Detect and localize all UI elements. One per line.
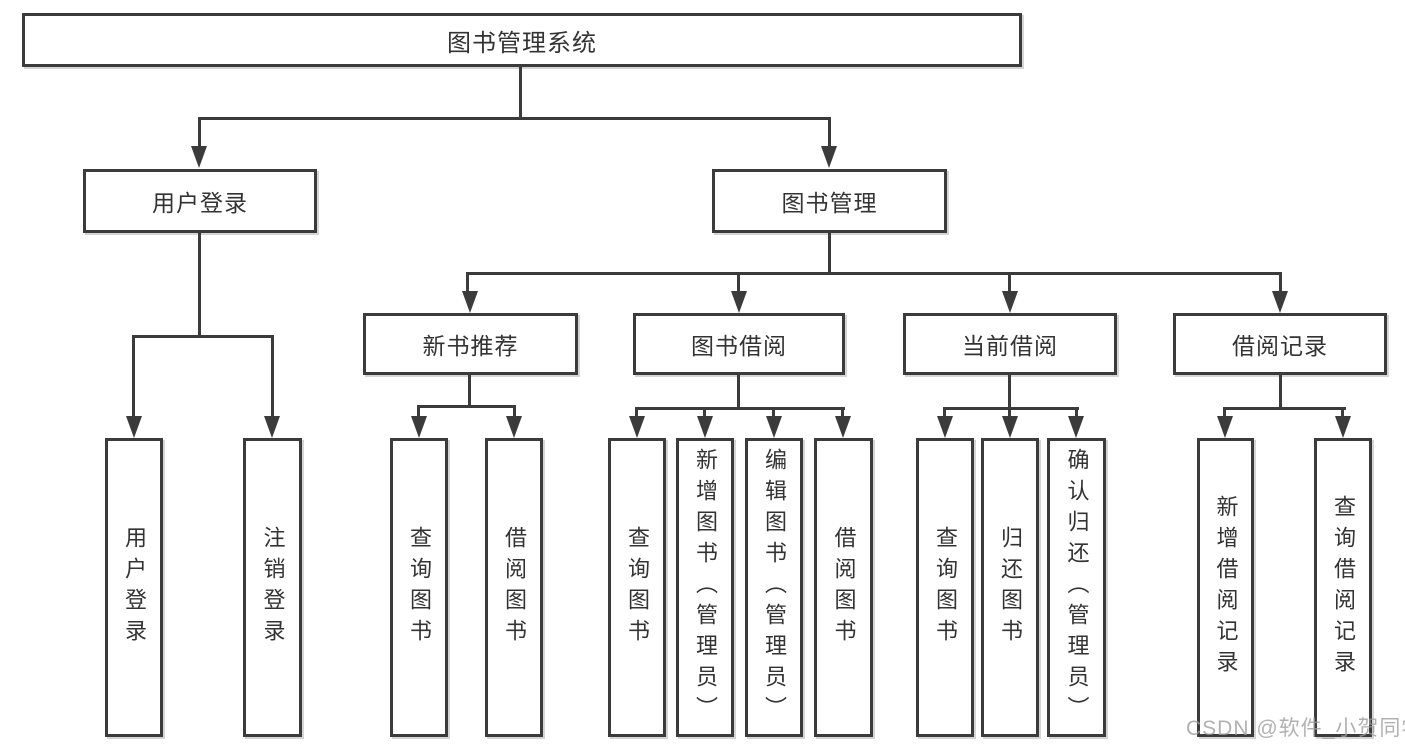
leaf-logout-label: 注销登录 bbox=[260, 525, 286, 650]
connector-recommend-crossbar bbox=[417, 405, 516, 408]
node-book-borrow-label: 图书借阅 bbox=[691, 333, 787, 359]
leaf-add-book-admin: 新增图书（管理员） bbox=[676, 438, 734, 737]
node-current-borrow: 当前借阅 bbox=[903, 313, 1117, 375]
leaf-borrow-books: 借阅图书 bbox=[814, 438, 873, 737]
node-book-management-label: 图书管理 bbox=[781, 190, 878, 216]
arrowhead-down-icon bbox=[126, 416, 142, 438]
leaf-query-books-recommend-label: 查询图书 bbox=[407, 525, 432, 650]
leaf-user-login-label: 用户登录 bbox=[122, 525, 147, 650]
leaf-query-borrow-record-label: 查询借阅记录 bbox=[1331, 494, 1356, 681]
leaf-confirm-return-admin-label: 确认归还（管理员） bbox=[1064, 448, 1090, 727]
csdn-watermark: CSDN @软件_小贺同学 bbox=[1186, 717, 1405, 740]
node-new-book-recommend: 新书推荐 bbox=[363, 313, 578, 375]
leaf-borrow-books-label: 借阅图书 bbox=[831, 525, 857, 650]
connector-borrow-stem bbox=[737, 375, 740, 409]
connector-books-stem bbox=[828, 233, 831, 274]
leaf-query-books-current-label: 查询图书 bbox=[933, 525, 958, 650]
arrowhead-down-icon bbox=[1335, 416, 1351, 438]
arrowhead-down-icon bbox=[697, 416, 713, 438]
connector-books-crossbar bbox=[466, 272, 1282, 275]
connector-drop bbox=[943, 407, 946, 418]
leaf-confirm-return-admin: 确认归还（管理员） bbox=[1047, 438, 1106, 737]
leaf-return-books-label: 归还图书 bbox=[998, 525, 1023, 650]
leaf-query-books-recommend: 查询图书 bbox=[390, 438, 448, 737]
leaf-query-borrow-record: 查询借阅记录 bbox=[1314, 438, 1372, 737]
leaf-edit-book-admin: 编辑图书（管理员） bbox=[745, 438, 803, 737]
connector-drop-leaf-logout bbox=[271, 335, 274, 418]
node-root: 图书管理系统 bbox=[22, 13, 1022, 67]
connector-drop bbox=[841, 407, 844, 418]
connector-records-crossbar bbox=[1223, 407, 1346, 410]
connector-drop-borrow-records bbox=[1279, 272, 1282, 293]
arrowhead-down-icon bbox=[1068, 416, 1084, 438]
arrowhead-down-icon bbox=[1272, 291, 1288, 313]
connector-drop-new-books bbox=[466, 272, 469, 293]
node-user-login: 用户登录 bbox=[83, 169, 317, 233]
leaf-return-books: 归还图书 bbox=[981, 438, 1039, 737]
node-book-management: 图书管理 bbox=[712, 169, 947, 233]
connector-drop bbox=[1223, 407, 1226, 418]
connector-root-crossbar bbox=[198, 117, 831, 120]
arrowhead-down-icon bbox=[506, 416, 522, 438]
connector-drop bbox=[703, 407, 706, 418]
leaf-add-book-admin-label: 新增图书（管理员） bbox=[693, 448, 718, 727]
connector-drop bbox=[513, 405, 516, 418]
arrowhead-down-icon bbox=[937, 416, 953, 438]
leaf-add-borrow-record: 新增借阅记录 bbox=[1197, 438, 1254, 737]
connector-borrow-crossbar bbox=[635, 407, 845, 410]
arrowhead-down-icon bbox=[821, 146, 837, 168]
leaf-query-books-current: 查询图书 bbox=[916, 438, 974, 737]
connector-drop-leaf-user-login bbox=[132, 335, 135, 418]
connector-drop-book-borrow bbox=[737, 272, 740, 293]
leaf-query-books-borrow-label: 查询图书 bbox=[625, 525, 650, 650]
connector-drop bbox=[1341, 407, 1344, 418]
connector-drop-user-login bbox=[198, 117, 201, 148]
connector-drop bbox=[772, 407, 775, 418]
arrowhead-down-icon bbox=[264, 416, 280, 438]
connector-drop bbox=[1008, 407, 1011, 418]
arrowhead-down-icon bbox=[1002, 291, 1018, 313]
arrowhead-down-icon bbox=[1217, 416, 1233, 438]
node-root-label: 图书管理系统 bbox=[447, 29, 597, 57]
connector-login-crossbar bbox=[132, 335, 274, 338]
node-user-login-label: 用户登录 bbox=[152, 190, 248, 216]
leaf-borrow-books-recommend-label: 借阅图书 bbox=[502, 525, 527, 650]
connector-drop bbox=[1075, 407, 1078, 418]
arrowhead-down-icon bbox=[835, 416, 851, 438]
node-borrow-records: 借阅记录 bbox=[1173, 313, 1387, 375]
leaf-edit-book-admin-label: 编辑图书（管理员） bbox=[762, 448, 787, 727]
node-borrow-records-label: 借阅记录 bbox=[1232, 333, 1328, 359]
leaf-query-books-borrow: 查询图书 bbox=[608, 438, 666, 737]
arrowhead-down-icon bbox=[1002, 416, 1018, 438]
connector-login-stem bbox=[198, 233, 201, 337]
connector-drop bbox=[417, 405, 420, 418]
leaf-user-login: 用户登录 bbox=[105, 438, 163, 737]
connector-records-stem bbox=[1279, 375, 1282, 409]
arrowhead-down-icon bbox=[766, 416, 782, 438]
node-book-borrow: 图书借阅 bbox=[633, 313, 845, 375]
arrowhead-down-icon bbox=[462, 291, 478, 313]
node-current-borrow-label: 当前借阅 bbox=[962, 333, 1058, 359]
leaf-borrow-books-recommend: 借阅图书 bbox=[485, 438, 543, 737]
connector-drop bbox=[635, 407, 638, 418]
connector-drop-current-borrow bbox=[1008, 272, 1011, 293]
connector-root-stem bbox=[519, 67, 522, 118]
node-new-book-recommend-label: 新书推荐 bbox=[422, 333, 519, 359]
arrowhead-down-icon bbox=[629, 416, 645, 438]
arrowhead-down-icon bbox=[731, 291, 747, 313]
connector-current-stem bbox=[1008, 375, 1011, 409]
arrowhead-down-icon bbox=[411, 416, 427, 438]
connector-current-crossbar bbox=[943, 407, 1079, 410]
arrowhead-down-icon bbox=[191, 146, 207, 168]
connector-recommend-stem bbox=[468, 375, 471, 407]
connector-drop-book-management bbox=[828, 117, 831, 148]
leaf-logout: 注销登录 bbox=[243, 438, 302, 737]
leaf-add-borrow-record-label: 新增借阅记录 bbox=[1213, 494, 1239, 681]
